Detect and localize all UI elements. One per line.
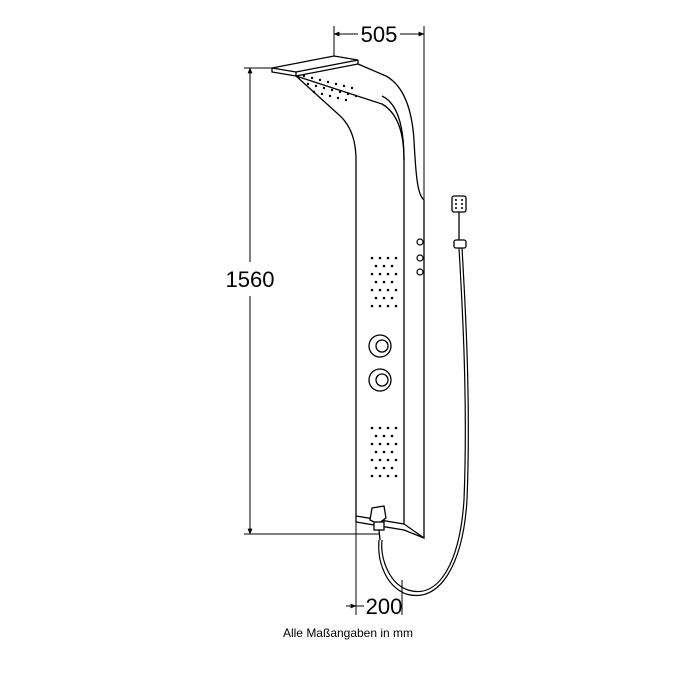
side-jets [416,238,424,276]
lower-body-jets [370,426,398,478]
panel-front [295,75,405,525]
rain-nozzle-grid [302,74,358,102]
hand-shower [451,195,467,249]
dimension-top-width: 505 [333,22,425,200]
shower-hose [378,247,469,597]
upper-body-jets [370,256,398,308]
dimension-bottom-width: 200 [346,520,403,619]
hose-connector [369,505,387,541]
shower-panel [271,55,425,540]
mixer-knob-upper [368,334,392,358]
dimension-height-label: 1560 [226,267,275,292]
panel-side [357,63,425,540]
dimension-bottom-width-label: 200 [366,594,403,619]
hand-shower-nozzles [455,199,463,209]
measurement-note: Alle Maßangaben in mm [282,626,414,640]
dimension-top-width-label: 505 [361,22,398,47]
mixer-knob-lower [368,368,392,392]
dimension-height: 1560 [226,67,380,535]
rain-shower-head [271,55,359,73]
